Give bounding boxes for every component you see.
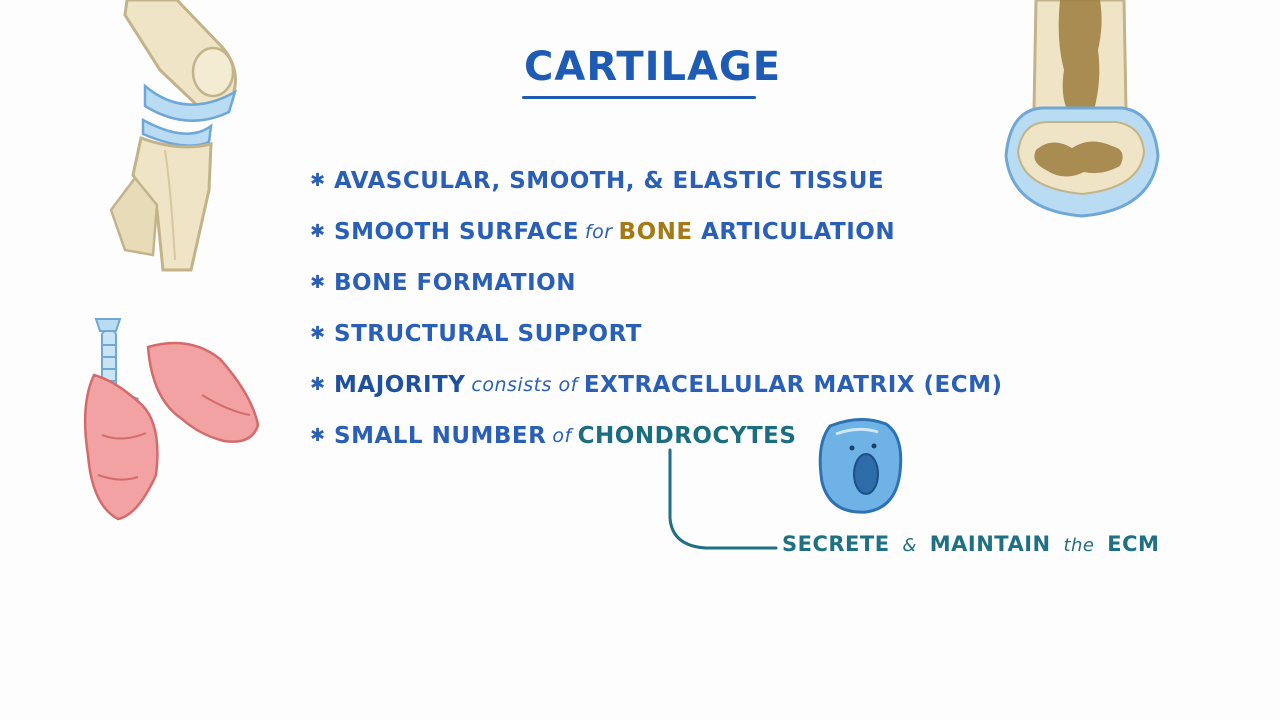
bullet-text: SMALL NUMBER [334,422,547,449]
list-item: ✱ SMALL NUMBER of CHONDROCYTES [310,410,1003,461]
asterisk-icon: ✱ [310,170,326,191]
asterisk-icon: ✱ [310,425,326,446]
bone-highlight: BONE [618,218,693,245]
bullet-connector-word: consists of [471,373,578,396]
bullet-connector-word: of [552,424,572,447]
bullet-list: ✱ AVASCULAR, SMOOTH, & ELASTIC TISSUE ✱ … [310,155,1003,461]
asterisk-icon: ✱ [310,374,326,395]
lungs-trachea-icon [83,318,260,521]
bullet-connector-word: for [584,220,613,243]
page-title: CARTILAGE [524,44,782,90]
bullet-text: BONE FORMATION [334,269,576,296]
connector-line [668,448,778,550]
note-connector: & [902,535,917,556]
title-underline [522,96,756,99]
bullet-text: SMOOTH SURFACE [334,218,579,245]
asterisk-icon: ✱ [310,272,326,293]
chondrocyte-note: SECRETE & MAINTAIN the ECM [782,532,1159,556]
chondrocyte-cell-icon [818,418,903,514]
note-text: MAINTAIN [929,532,1051,556]
bullet-text: STRUCTURAL SUPPORT [334,320,642,347]
list-item: ✱ MAJORITY consists of EXTRACELLULAR MAT… [310,359,1003,410]
bullet-text: AVASCULAR, SMOOTH, & ELASTIC TISSUE [334,167,885,194]
chondrocytes-highlight: CHONDROCYTES [577,422,797,449]
list-item: ✱ BONE FORMATION [310,257,1003,308]
note-connector: the [1063,535,1095,556]
note-text: ECM [1107,532,1160,556]
asterisk-icon: ✱ [310,323,326,344]
knee-joint-icon [109,0,238,272]
list-item: ✱ AVASCULAR, SMOOTH, & ELASTIC TISSUE [310,155,1003,206]
list-item: ✱ STRUCTURAL SUPPORT [310,308,1003,359]
list-item: ✱ SMOOTH SURFACE for BONE ARTICULATION [310,206,1003,257]
bullet-text: ARTICULATION [701,218,896,245]
long-bone-end-icon [1004,0,1160,218]
majority-highlight: MAJORITY [334,371,466,398]
bullet-text: EXTRACELLULAR MATRIX (ECM) [583,371,1003,398]
asterisk-icon: ✱ [310,221,326,242]
note-text: SECRETE [782,532,890,556]
